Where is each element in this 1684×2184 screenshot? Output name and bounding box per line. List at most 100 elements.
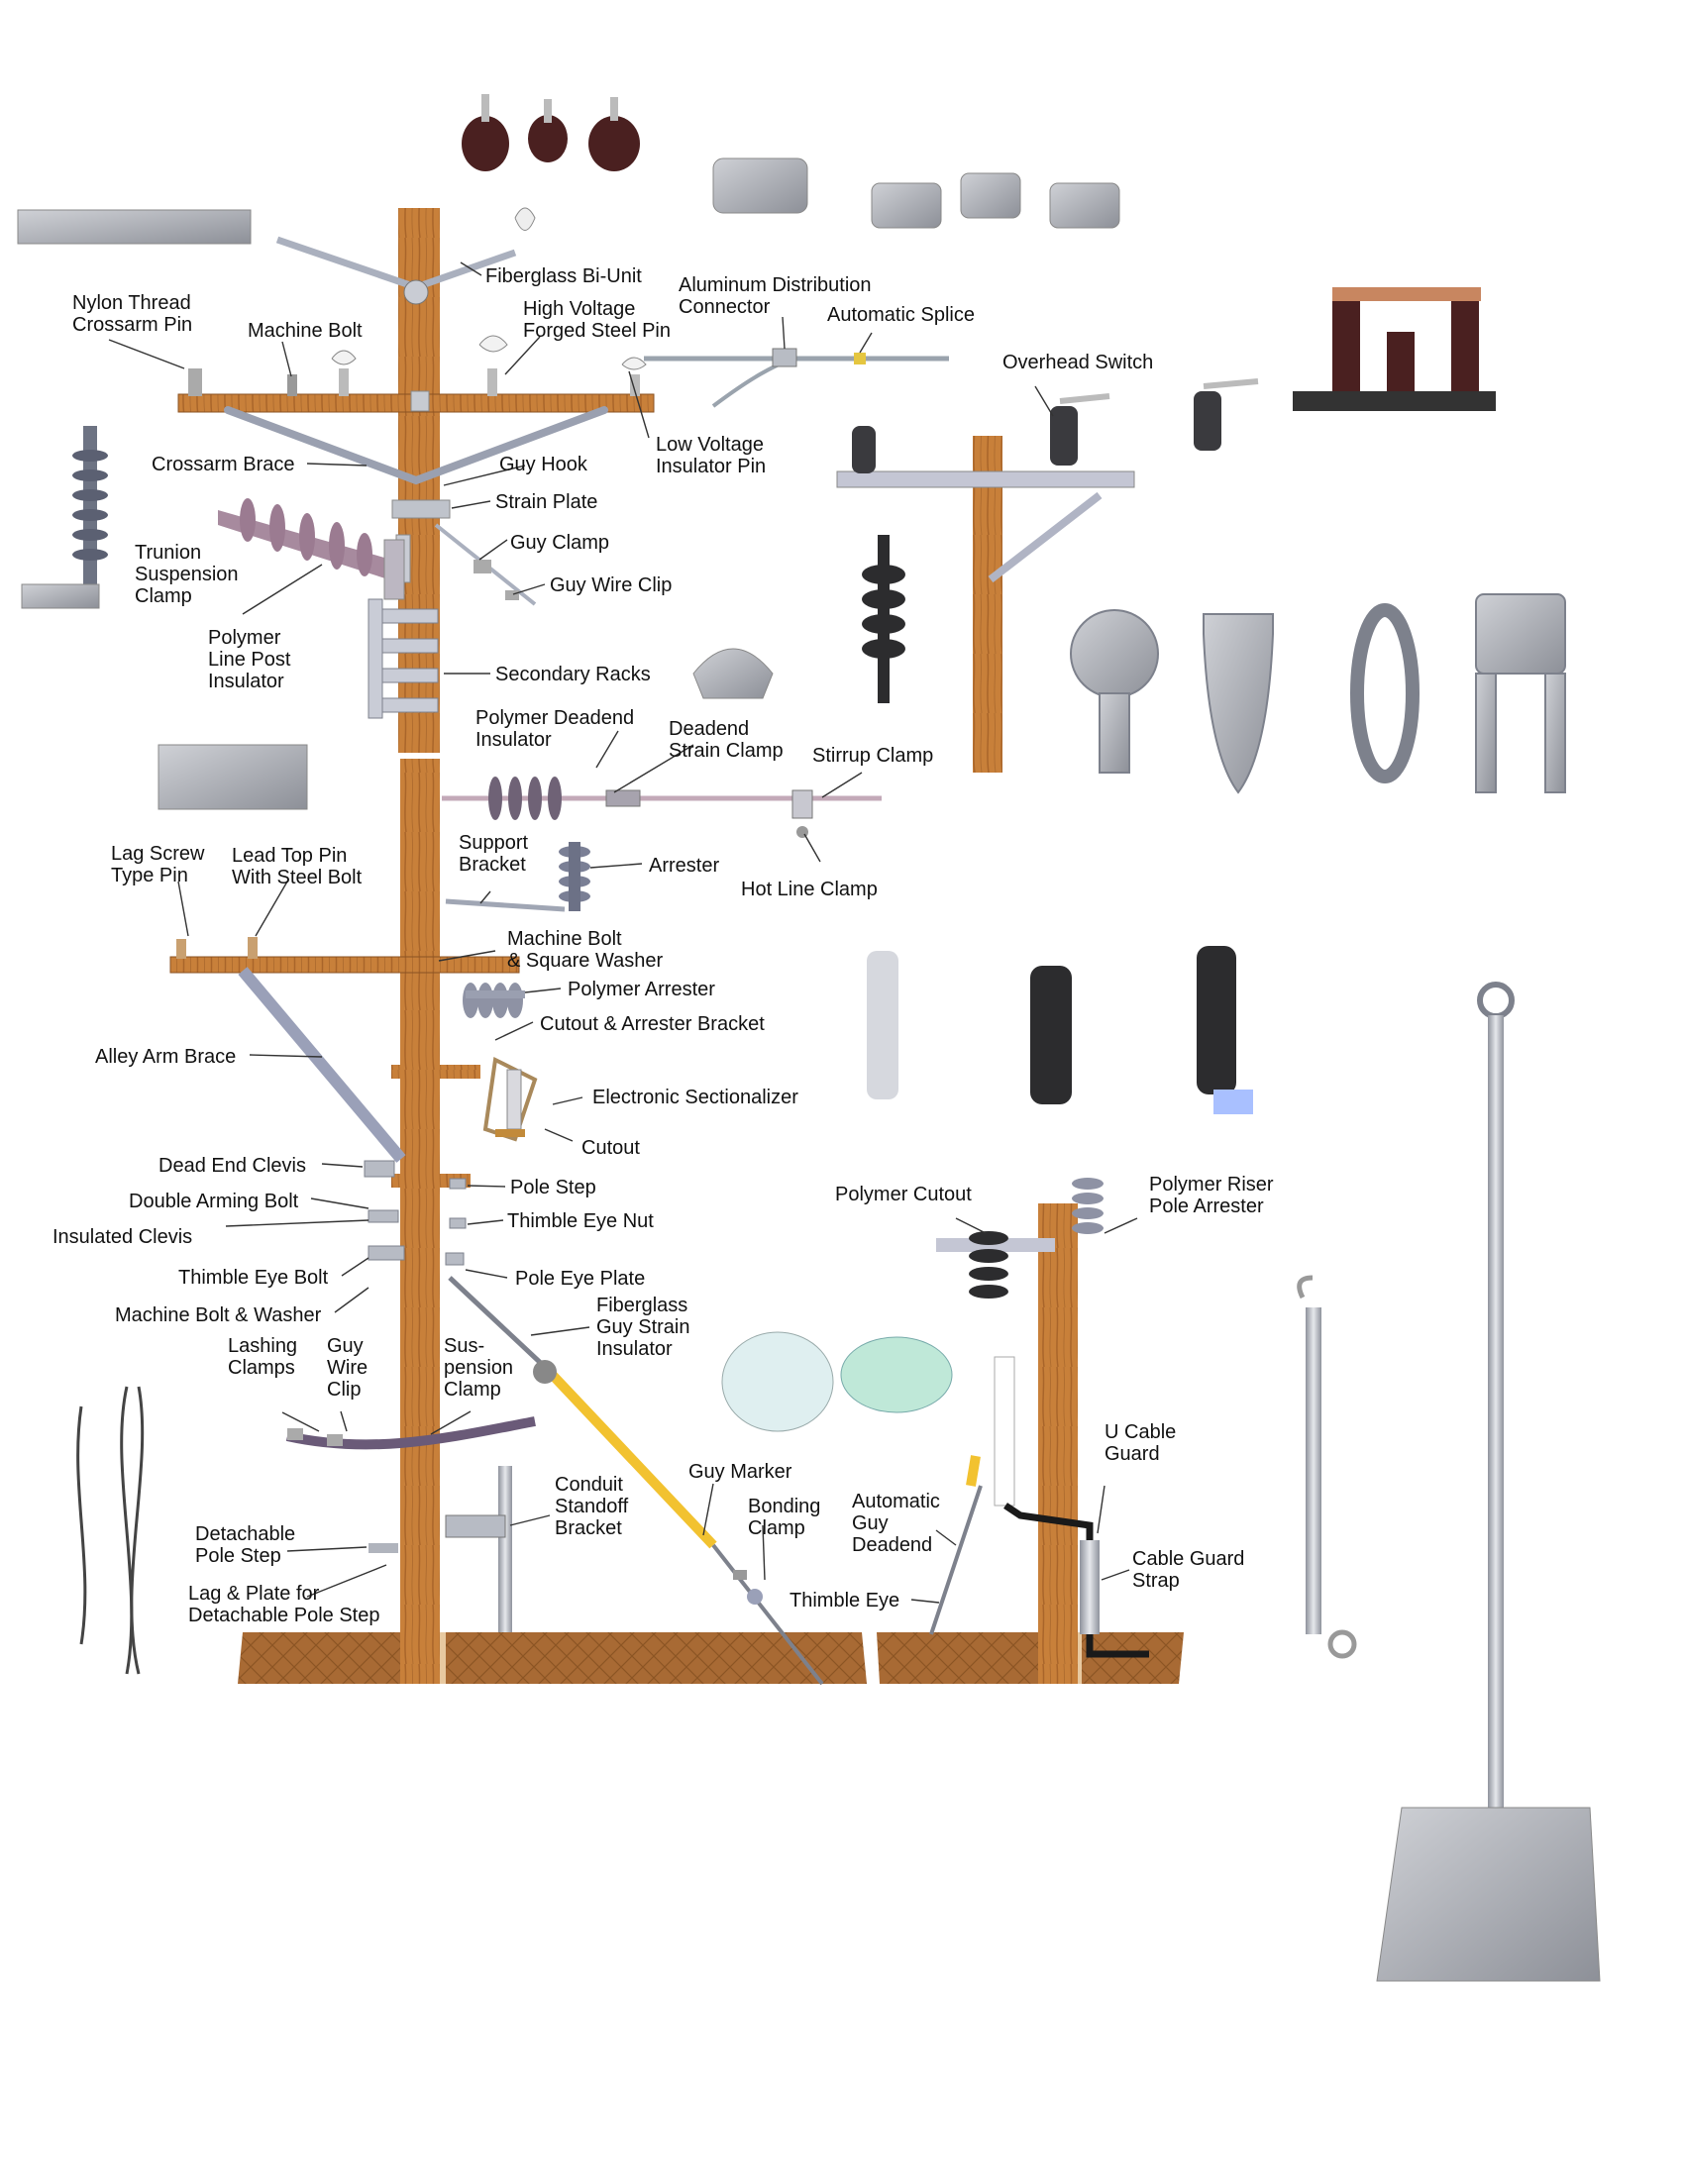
label-polymer-line-post-insulator-line-1: Polymer [208, 627, 281, 649]
label-guy-wire-clip-bottom-line-1: Guy [327, 1335, 364, 1357]
lead-top-pin [248, 937, 258, 959]
switch-photo [1293, 287, 1496, 411]
label-polymer-riser-pole-arrester-line-1: Polymer Riser [1149, 1174, 1274, 1196]
label-suspension-clamp-line-1: Sus- [444, 1335, 485, 1357]
label-cable-guard-strap-line-2: Strap [1132, 1570, 1180, 1592]
label-arrester: Arrester [649, 855, 719, 877]
label-guy-wire-clip-top: Guy Wire Clip [550, 574, 672, 596]
label-crossarm-brace-line-1: Crossarm Brace [152, 454, 295, 475]
label-cutout-arrester-bracket-line-1: Cutout & Arrester Bracket [540, 1013, 765, 1035]
label-strain-plate: Strain Plate [495, 491, 597, 513]
suspension-clamp-photo [692, 648, 774, 699]
polymer-post-photo [21, 426, 108, 609]
label-machine-bolt-washer: Machine Bolt & Washer [115, 1304, 321, 1326]
label-aluminum-distribution-connector-line-1: Aluminum Distribution [679, 274, 872, 296]
label-secondary-racks: Secondary Racks [495, 664, 651, 685]
label-polymer-cutout-line-1: Polymer Cutout [835, 1184, 972, 1205]
label-pole-eye-plate-line-1: Pole Eye Plate [515, 1268, 646, 1290]
label-lag-plate-detachable-line-1: Lag & Plate for [188, 1583, 320, 1605]
label-automatic-guy-deadend-line-1: Automatic [852, 1491, 940, 1512]
label-guy-marker-line-1: Guy Marker [688, 1461, 792, 1483]
label-cutout-arrester-bracket: Cutout & Arrester Bracket [540, 1013, 765, 1035]
secondary-rack-photo [158, 744, 308, 810]
porcelain-insulators [462, 94, 640, 171]
label-cutout: Cutout [581, 1137, 640, 1159]
label-lag-screw-type-pin-line-2: Type Pin [111, 865, 188, 886]
label-alley-arm-brace-line-1: Alley Arm Brace [95, 1046, 237, 1068]
label-nylon-thread-crossarm-pin-line-2: Crossarm Pin [72, 314, 193, 336]
label-lag-plate-detachable-line-2: Detachable Pole Step [188, 1605, 380, 1626]
label-hot-line-clamp: Hot Line Clamp [741, 879, 878, 900]
label-trunion-suspension-clamp-line-1: Trunion [135, 542, 202, 564]
label-detachable-pole-step-line-1: Detachable [195, 1523, 296, 1545]
leader-lines [108, 261, 1138, 1604]
label-deadend-strain-clamp-line-2: Strain Clamp [669, 740, 784, 762]
label-alley-arm-brace: Alley Arm Brace [95, 1046, 236, 1068]
label-overhead-switch: Overhead Switch [1002, 352, 1153, 373]
label-bonding-clamp-line-2: Clamp [748, 1517, 805, 1539]
label-support-bracket-line-2: Bracket [459, 854, 526, 876]
label-lag-screw-type-pin-line-1: Lag Screw [111, 843, 205, 865]
label-u-cable-guard-line-2: Guard [1105, 1443, 1160, 1465]
label-guy-marker: Guy Marker [688, 1461, 791, 1483]
label-machine-bolt-square-washer: Machine Bolt& Square Washer [507, 928, 663, 972]
label-machine-bolt-top: Machine Bolt [248, 320, 363, 342]
label-insulated-clevis-line-1: Insulated Clevis [53, 1226, 193, 1248]
label-conduit-standoff-bracket-line-1: Conduit [555, 1474, 623, 1496]
label-polymer-arrester-line-1: Polymer Arrester [568, 979, 715, 1000]
label-insulated-clevis: Insulated Clevis [53, 1226, 192, 1248]
label-high-voltage-forged-steel-pin-line-2: Forged Steel Pin [523, 320, 671, 342]
anchor-rod [1376, 982, 1601, 1982]
label-guy-hook: Guy Hook [499, 454, 587, 475]
deadend-assembly [442, 777, 882, 838]
label-low-voltage-insulator-pin-line-1: Low Voltage [656, 434, 764, 456]
label-guy-hook-line-1: Guy Hook [499, 454, 587, 475]
label-hot-line-clamp-line-1: Hot Line Clamp [741, 879, 878, 900]
arrester-assembly [445, 842, 590, 912]
label-machine-bolt-washer-line-1: Machine Bolt & Washer [115, 1304, 322, 1326]
label-lashing-clamps-line-2: Clamps [228, 1357, 295, 1379]
conduit [445, 1466, 512, 1632]
label-guy-wire-clip-top-line-1: Guy Wire Clip [550, 574, 673, 596]
alley-arm-brace [238, 967, 406, 1163]
label-deadend-strain-clamp-line-1: Deadend [669, 718, 750, 740]
label-overhead-switch-line-1: Overhead Switch [1002, 352, 1154, 373]
label-detachable-pole-step-line-2: Pole Step [195, 1545, 281, 1567]
label-electronic-sectionalizer: Electronic Sectionalizer [592, 1087, 798, 1108]
secondary-racks [368, 598, 439, 719]
label-arrester-line-1: Arrester [649, 855, 720, 877]
automatic-splice-body [854, 353, 866, 364]
label-thimble-eye: Thimble Eye [789, 1590, 899, 1612]
label-nylon-thread-crossarm-pin-line-1: Nylon Thread [72, 292, 191, 314]
label-fiberglass-bi-unit-line-1: Fiberglass Bi-Unit [485, 265, 642, 287]
label-bonding-clamp-line-1: Bonding [748, 1496, 821, 1517]
label-automatic-splice-line-1: Automatic Splice [827, 304, 975, 326]
connector-photos [712, 157, 1120, 229]
lag-screw-pin [176, 939, 186, 959]
label-conduit-standoff-bracket-line-2: Standoff [555, 1496, 629, 1517]
label-pole-step-line-1: Pole Step [510, 1177, 596, 1198]
label-fiberglass-bi-unit: Fiberglass Bi-Unit [485, 265, 642, 287]
label-thimble-eye-nut: Thimble Eye Nut [507, 1210, 654, 1232]
label-cutout-line-1: Cutout [581, 1137, 640, 1159]
label-electronic-sectionalizer-line-1: Electronic Sectionalizer [592, 1087, 798, 1108]
label-automatic-guy-deadend-line-3: Deadend [852, 1534, 933, 1556]
label-lead-top-pin-line-1: Lead Top Pin [232, 845, 348, 867]
label-guy-wire-clip-bottom-line-3: Clip [327, 1379, 362, 1401]
